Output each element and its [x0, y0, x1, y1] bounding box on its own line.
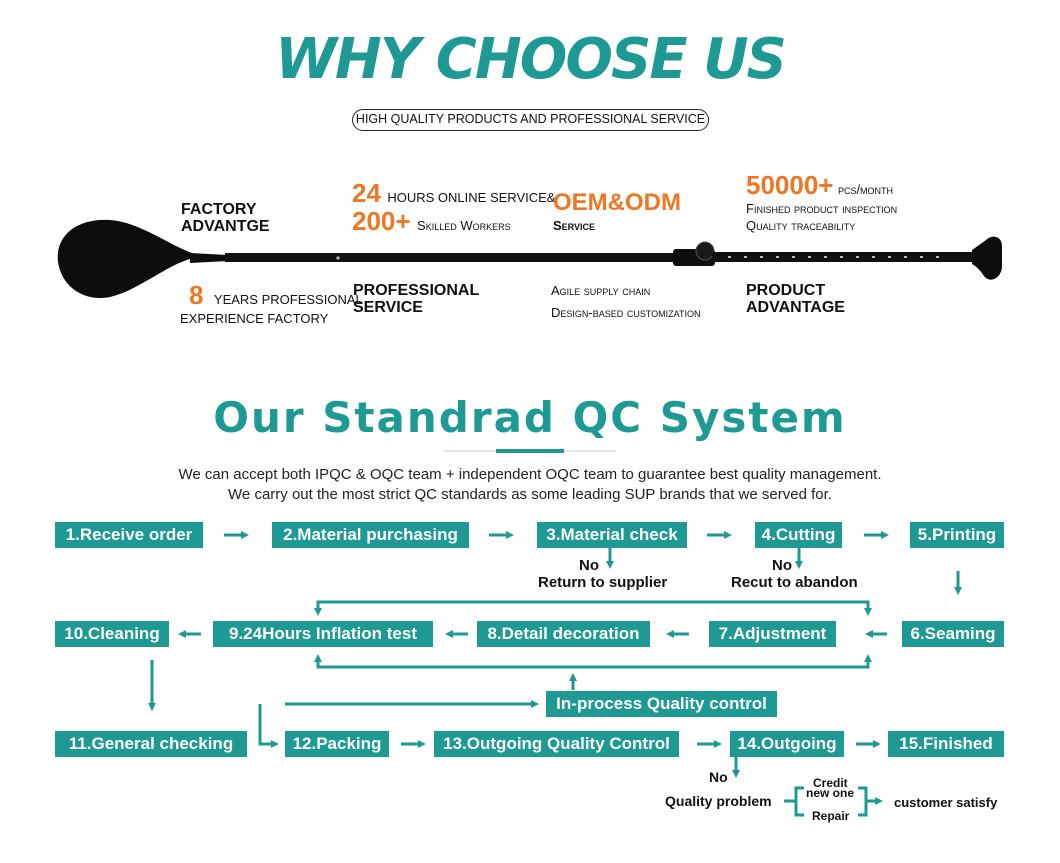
- paddle-neck: [190, 253, 228, 263]
- hours-row: 24 HOURS ONLINE SERVICE&: [352, 180, 555, 207]
- customization-text: Design-based customization: [551, 305, 701, 320]
- capacity-number: 50000+: [746, 170, 834, 200]
- repair-option: Repair: [812, 809, 850, 823]
- qc-description-2: We carry out the most strict QC standard…: [228, 486, 832, 503]
- factory-advantage-title: FACTORY ADVANTGE: [181, 201, 270, 235]
- step-packing: 12.Packing: [285, 731, 389, 757]
- qc-description-1: We can accept both IPQC & OQC team + ind…: [178, 466, 882, 483]
- step-detail-decoration: 8.Detail decoration: [477, 621, 650, 647]
- step-inflation-test: 9.24Hours Inflation test: [213, 621, 433, 647]
- credit-option: Credit: [813, 776, 848, 790]
- capacity-unit: pcs/month: [837, 182, 894, 197]
- step-receive-order: 1.Receive order: [55, 522, 203, 548]
- paddle-handle: [972, 236, 1002, 280]
- step-outgoing: 14.Outgoing: [730, 731, 844, 757]
- years-number: 8: [189, 280, 204, 310]
- qc-title-underline: [444, 449, 616, 453]
- years-text: YEARS PROFESSIONAL: [213, 292, 363, 307]
- oem-service-text: Service: [553, 218, 596, 233]
- step-finished: 15.Finished: [888, 731, 1004, 757]
- paddle-illustration: [57, 219, 1002, 299]
- no-label-outgoing: No: [709, 769, 728, 785]
- traceability-text: Quality traceability: [746, 218, 856, 233]
- hours-text: HOURS ONLINE SERVICE&: [387, 190, 556, 205]
- step-seaming: 6.Seaming: [902, 621, 1004, 647]
- years-row: 8 YEARS PROFESSIONAL: [189, 282, 363, 309]
- main-title: WHY CHOOSE US: [275, 27, 787, 92]
- years-subtext: EXPERIENCE FACTORY: [180, 311, 329, 326]
- capacity-row: 50000+ pcs/month: [746, 172, 893, 199]
- workers-text: Skilled Workers: [417, 218, 511, 233]
- hours-number: 24: [352, 178, 381, 208]
- paddle-blade: [57, 219, 195, 299]
- subtitle-pill: HIGH QUALITY PRODUCTS AND PROFESSIONAL S…: [352, 109, 709, 131]
- qc-title: Our Standrad QC System: [213, 393, 847, 442]
- recut-note: Recut to abandon: [731, 574, 858, 591]
- oem-odm-title: OEM&ODM: [553, 189, 681, 216]
- step-printing: 5.Printing: [910, 522, 1004, 548]
- paddle-shaft: [225, 253, 677, 262]
- step-in-process-qc: In-process Quality control: [546, 691, 777, 717]
- return-to-supplier-note: Return to supplier: [538, 574, 668, 591]
- workers-row: 200+ Skilled Workers: [352, 208, 511, 235]
- step-adjustment: 7.Adjustment: [709, 621, 836, 647]
- step-general-checking: 11.General checking: [55, 731, 247, 757]
- step-material-purchasing: 2.Material purchasing: [272, 522, 469, 548]
- step-outgoing-qc: 13.Outgoing Quality Control: [434, 731, 679, 757]
- product-advantage-title: PRODUCT ADVANTAGE: [746, 282, 845, 316]
- customer-satisfy-note: customer satisfy: [894, 795, 998, 810]
- no-label-material: No: [579, 557, 599, 574]
- inspection-text: Finished product inspection: [746, 201, 898, 216]
- supply-chain-text: Agile supply chain: [551, 283, 651, 298]
- quality-problem-note: Quality problem: [665, 793, 772, 809]
- step-material-check: 3.Material check: [537, 522, 687, 548]
- workers-number: 200+: [352, 206, 411, 236]
- new-one-option: new one: [806, 786, 855, 800]
- professional-service-title: PROFESSIONAL SERVICE: [353, 282, 480, 316]
- step-cleaning: 10.Cleaning: [55, 621, 169, 647]
- no-label-cutting: No: [772, 557, 792, 574]
- step-cutting: 4.Cutting: [755, 522, 842, 548]
